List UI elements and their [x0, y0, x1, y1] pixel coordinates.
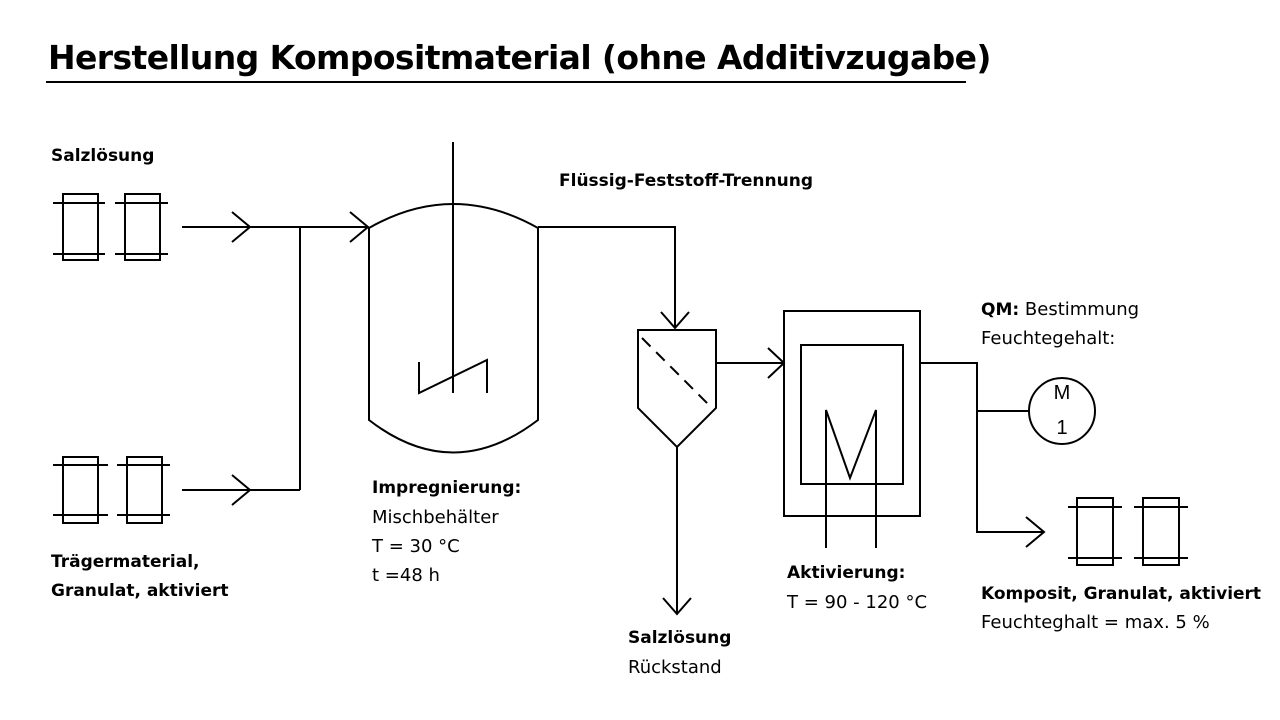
page-title: Herstellung Kompositmaterial (ohne Addit… [48, 38, 992, 77]
impregnation-title: Impregnierung: [372, 478, 522, 498]
salt-solution-input-label: Salzlösung [51, 146, 155, 166]
qm-prefix: QM: [981, 300, 1020, 320]
motor-number: 1 [1056, 417, 1068, 439]
qm-moisture-label: Feuchtegehalt: [981, 328, 1116, 349]
container-icon [53, 456, 108, 524]
salt-residue-title: Salzlösung [628, 628, 732, 648]
separation-label: Flüssig-Feststoff-Trennung [559, 171, 814, 191]
residue-outlet [662, 447, 692, 616]
motor-icon [1028, 377, 1096, 445]
carrier-material-label: Trägermaterial, [51, 552, 200, 572]
container-icon [53, 193, 105, 261]
container-icon [115, 193, 168, 261]
container-icon [1134, 497, 1188, 566]
title-underline [46, 81, 966, 83]
input-flow-lines [182, 211, 370, 506]
impregnation-vessel: Mischbehälter [372, 507, 499, 528]
activation-dryer [783, 310, 921, 548]
activation-temperature: T = 90 - 120 °C [787, 592, 928, 613]
motor-letter: M [1053, 382, 1071, 404]
flow-to-separator [538, 226, 690, 330]
salt-solution-containers [53, 193, 168, 261]
salt-residue-sublabel: Rückstand [628, 657, 722, 678]
activation-title: Aktivierung: [787, 563, 906, 583]
separator-filter [637, 329, 717, 449]
product-title: Komposit, Granulat, aktiviert [981, 584, 1262, 604]
flow-to-dryer [716, 347, 786, 379]
qm-text: Bestimmung [1019, 299, 1140, 320]
product-moisture-spec: Feuchteghalt = max. 5 % [981, 612, 1210, 633]
mixing-vessel [368, 142, 539, 454]
qm-label: QM: Bestimmung [981, 295, 1139, 325]
carrier-material-sublabel: Granulat, aktiviert [51, 581, 229, 601]
product-flow [920, 362, 1096, 548]
product-containers [1068, 497, 1188, 566]
carrier-material-containers [53, 456, 170, 524]
impregnation-time: t =48 h [372, 565, 440, 586]
container-icon [117, 456, 170, 524]
agitator-icon [418, 358, 488, 395]
impregnation-temperature: T = 30 °C [372, 536, 460, 557]
heating-element-icon [825, 409, 877, 548]
container-icon [1068, 497, 1122, 566]
